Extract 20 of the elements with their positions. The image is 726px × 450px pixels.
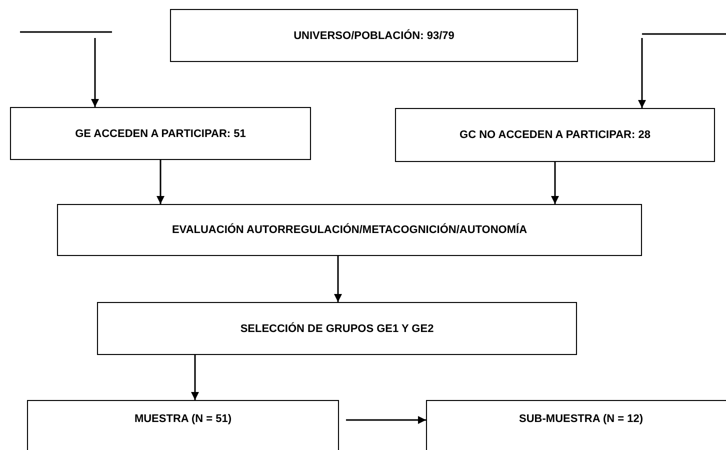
box-label: SUB-MUESTRA (N = 12) — [519, 413, 643, 425]
box-label: SELECCIÓN DE GRUPOS GE1 Y GE2 — [240, 322, 434, 334]
process-box — [395, 108, 715, 162]
box-label: GC NO ACCEDEN A PARTICIPAR: 28 — [460, 129, 650, 141]
arrow — [638, 38, 646, 108]
process-box — [27, 400, 339, 450]
arrow — [156, 160, 164, 204]
arrow — [191, 355, 199, 400]
arrow — [551, 162, 559, 204]
arrow — [346, 416, 426, 424]
process-box — [10, 107, 311, 160]
box-label: EVALUACIÓN AUTORREGULACIÓN/METACOGNICIÓN/AUTONOMÍA — [172, 224, 528, 236]
box-label: MUESTRA (N = 51) — [134, 413, 232, 425]
process-box — [97, 302, 577, 355]
box-label: GE ACCEDEN A PARTICIPAR: 51 — [75, 128, 246, 140]
box-label: UNIVERSO/POBLACIÓN: 93/79 — [294, 30, 454, 42]
arrow — [334, 256, 342, 302]
process-box — [170, 9, 578, 62]
process-box — [57, 204, 642, 256]
arrow — [91, 38, 99, 107]
